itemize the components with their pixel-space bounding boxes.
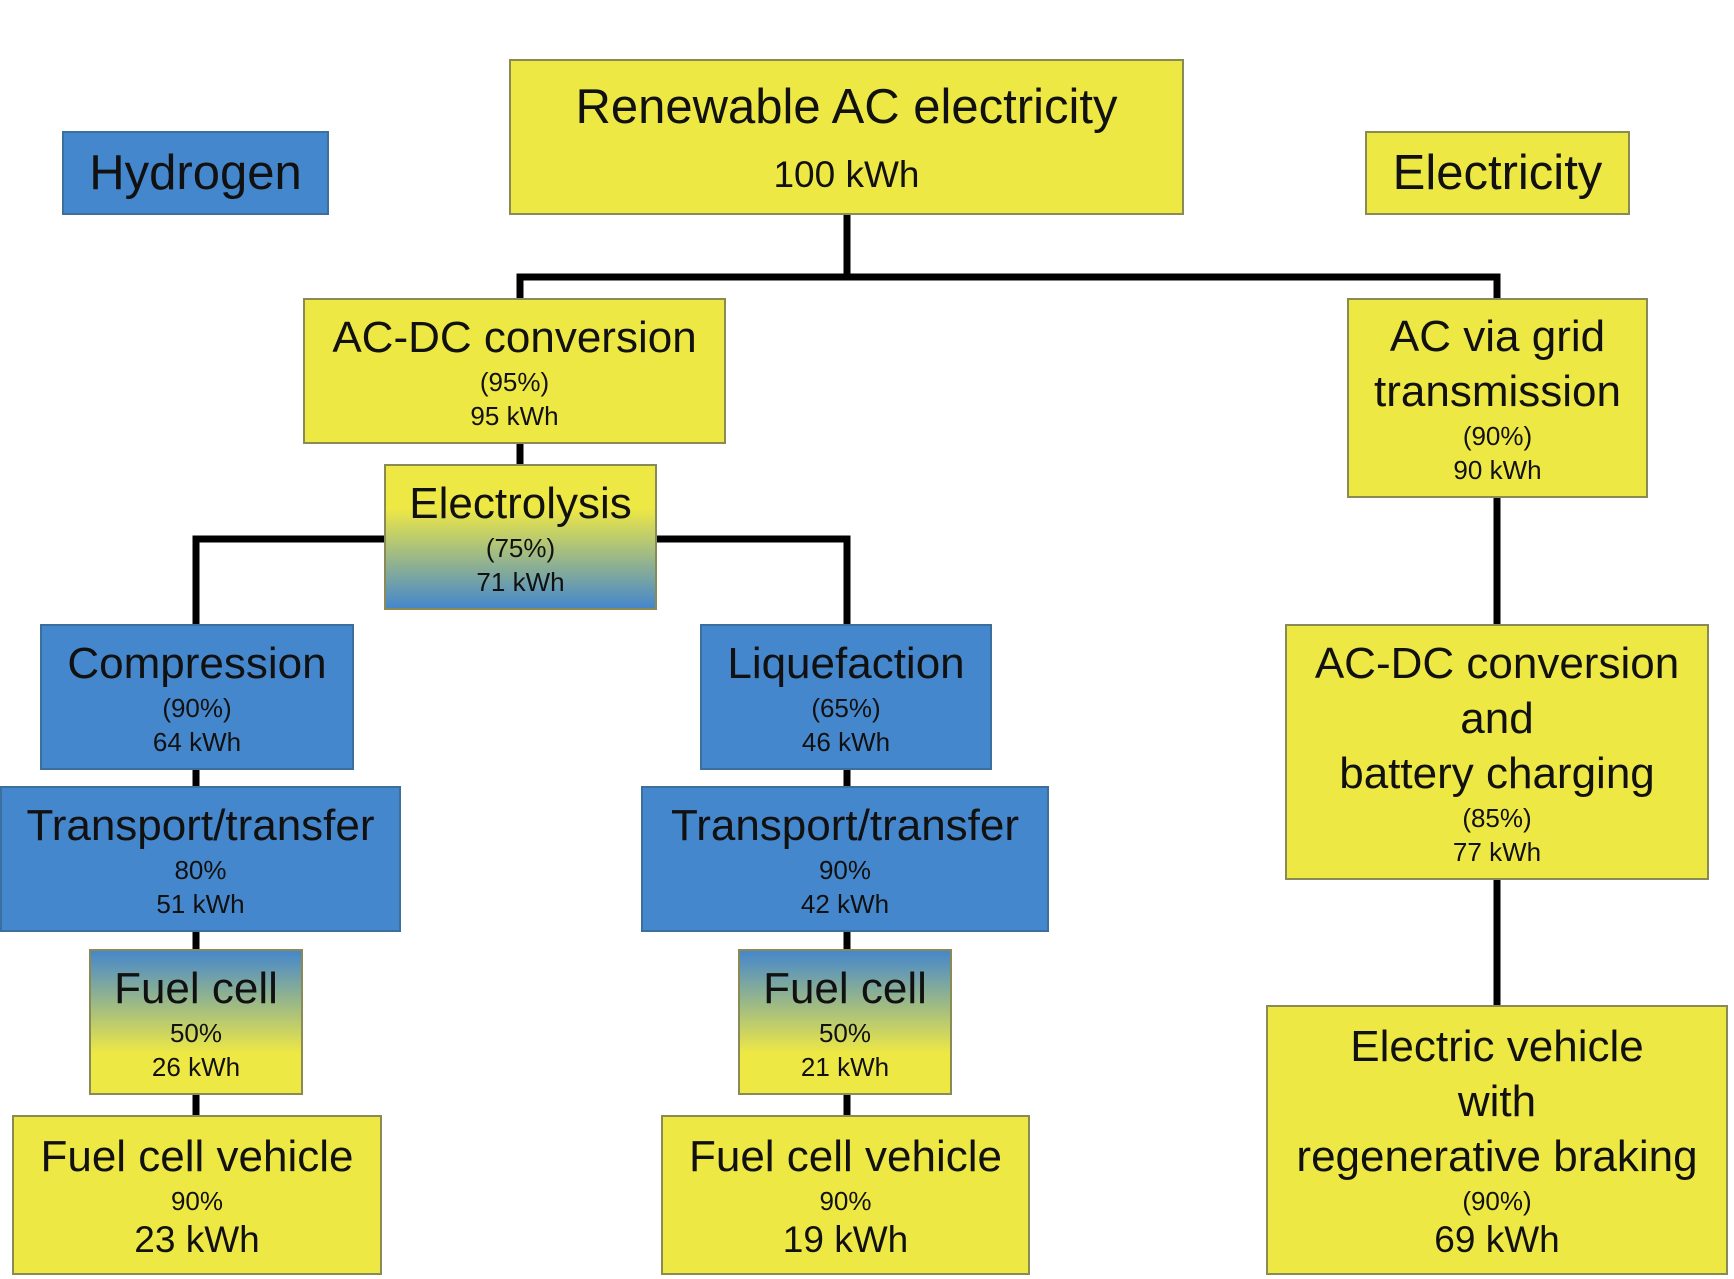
fuel-cell-vehicle-compression-title: Fuel cell vehicle — [40, 1131, 354, 1181]
battery-charging-energy: 77 kWh — [1452, 836, 1542, 867]
transport-liquefaction-title: Transport/transfer — [670, 800, 1020, 850]
fuel-cell-liquefaction-efficiency: 50% — [818, 1017, 872, 1048]
legend-hydrogen-label: Hydrogen — [89, 146, 302, 200]
grid-transmission-efficiency: (90%) — [1462, 421, 1533, 451]
grid-transmission-node: AC via grid transmission (90%) 90 kWh — [1347, 298, 1648, 498]
fuel-cell-vehicle-liquefaction-title: Fuel cell vehicle — [688, 1131, 1003, 1181]
battery-charging-title-line2: and — [1460, 693, 1534, 743]
acdc-conversion-efficiency: (95%) — [479, 366, 550, 397]
acdc-conversion-energy: 95 kWh — [470, 400, 559, 431]
fuel-cell-vehicle-liquefaction-energy: 19 kWh — [782, 1218, 909, 1260]
fuel-cell-vehicle-node-liquefaction: Fuel cell vehicle 90% 19 kWh — [661, 1115, 1030, 1275]
liquefaction-efficiency: (65%) — [811, 692, 881, 723]
fuel-cell-vehicle-liquefaction-efficiency: 90% — [819, 1185, 872, 1216]
electric-vehicle-title-line3: regenerative braking — [1296, 1131, 1698, 1181]
liquefaction-node: Liquefaction (65%) 46 kWh — [700, 624, 992, 770]
liquefaction-energy: 46 kWh — [801, 726, 891, 757]
legend-hydrogen: Hydrogen — [62, 131, 329, 215]
root-title: Renewable AC electricity — [575, 80, 1118, 134]
acdc-conversion-node: AC-DC conversion (95%) 95 kWh — [303, 298, 726, 444]
fuel-cell-node-liquefaction: Fuel cell 50% 21 kWh — [738, 949, 952, 1095]
fuel-cell-vehicle-compression-efficiency: 90% — [170, 1185, 224, 1216]
transport-node-liquefaction: Transport/transfer 90% 42 kWh — [641, 786, 1049, 932]
grid-transmission-title-line2: transmission — [1374, 367, 1621, 416]
fuel-cell-compression-efficiency: 50% — [169, 1017, 223, 1048]
compression-title: Compression — [67, 638, 327, 688]
connector-electrolysis-left — [192, 535, 388, 629]
root-energy: 100 kWh — [773, 154, 920, 195]
electric-vehicle-energy: 69 kWh — [1434, 1218, 1560, 1260]
liquefaction-title: Liquefaction — [727, 638, 965, 688]
battery-charging-title-line3: battery charging — [1339, 748, 1655, 798]
legend-electricity: Electricity — [1365, 131, 1630, 215]
battery-charging-efficiency: (85%) — [1462, 802, 1532, 833]
compression-efficiency: (90%) — [162, 692, 232, 723]
fuel-cell-vehicle-node-compression: Fuel cell vehicle 90% 23 kWh — [12, 1115, 382, 1275]
transport-compression-efficiency: 80% — [174, 854, 227, 885]
grid-transmission-title-line1: AC via grid — [1389, 312, 1606, 361]
electrolysis-title: Electrolysis — [409, 478, 632, 528]
connector-electrolysis-right — [652, 535, 851, 629]
legend-electricity-label: Electricity — [1392, 146, 1603, 200]
root-node: Renewable AC electricity 100 kWh — [509, 59, 1184, 215]
fuel-cell-liquefaction-title: Fuel cell — [763, 963, 927, 1013]
electric-vehicle-node: Electric vehicle with regenerative braki… — [1266, 1005, 1728, 1275]
compression-node: Compression (90%) 64 kWh — [40, 624, 354, 770]
electrolysis-efficiency: (75%) — [485, 532, 556, 563]
grid-transmission-energy: 90 kWh — [1453, 455, 1542, 485]
transport-compression-title: Transport/transfer — [26, 800, 375, 850]
acdc-conversion-title: AC-DC conversion — [332, 312, 697, 362]
compression-energy: 64 kWh — [152, 726, 242, 757]
transport-compression-energy: 51 kWh — [156, 888, 245, 919]
transport-liquefaction-efficiency: 90% — [818, 854, 872, 885]
fuel-cell-compression-title: Fuel cell — [114, 963, 278, 1013]
electric-vehicle-title-line1: Electric vehicle — [1350, 1021, 1644, 1071]
fuel-cell-vehicle-compression-energy: 23 kWh — [134, 1218, 260, 1260]
battery-charging-title-line1: AC-DC conversion — [1314, 638, 1680, 688]
transport-node-compression: Transport/transfer 80% 51 kWh — [0, 786, 401, 932]
fuel-cell-compression-energy: 26 kWh — [151, 1051, 241, 1082]
fuel-cell-liquefaction-energy: 21 kWh — [800, 1051, 890, 1082]
transport-liquefaction-energy: 42 kWh — [800, 888, 890, 919]
electric-vehicle-efficiency: (90%) — [1462, 1185, 1532, 1216]
electric-vehicle-title-line2: with — [1457, 1076, 1537, 1126]
fuel-cell-node-compression: Fuel cell 50% 26 kWh — [89, 949, 303, 1095]
electrolysis-node: Electrolysis (75%) 71 kWh — [384, 464, 657, 610]
battery-charging-node: AC-DC conversion and battery charging (8… — [1285, 624, 1709, 880]
electrolysis-energy: 71 kWh — [476, 566, 565, 597]
